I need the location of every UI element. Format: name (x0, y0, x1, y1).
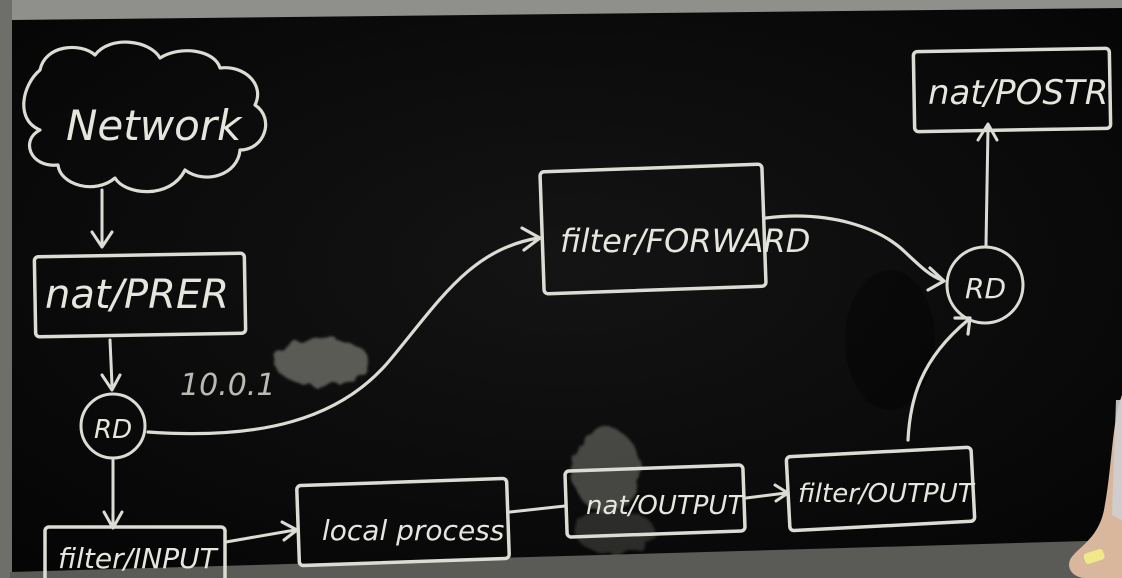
arrow-network-to-prerouting (90, 188, 114, 249)
network-cloud (22, 40, 268, 194)
filter-forward-label: filter/FORWARD (560, 222, 810, 260)
nat-prerouting-box (32, 251, 248, 339)
arrow-rd-to-filter-forward (146, 226, 542, 436)
eraser-smudge (575, 510, 655, 554)
chalk-tray (10, 540, 1122, 578)
filter-output-box (784, 445, 977, 533)
routing-decision-circle-1 (79, 392, 147, 460)
nat-postrouting-label: nat/POSTR (928, 73, 1108, 113)
routing-decision-label-2: RD (965, 272, 1006, 305)
local-process-box (295, 476, 511, 568)
local-process-label: local process (322, 514, 504, 547)
lecturer-sleeve (1112, 400, 1122, 520)
chalk-piece (1083, 548, 1105, 565)
filter-forward-box (538, 162, 768, 296)
filter-input-box (43, 525, 227, 578)
arrow-filter-output-to-rd (906, 316, 972, 442)
eraser-smudge (274, 338, 370, 386)
ip-fragment-annotation: 10.0.1 (180, 368, 275, 403)
filter-input-label: filter/INPUT (58, 542, 219, 575)
arrow-prerouting-to-rd (100, 338, 122, 392)
arrow-filter-forward-to-rd (764, 214, 946, 292)
nat-output-label: nat/OUTPUT (586, 491, 745, 521)
lecturer-hand (1069, 395, 1122, 578)
nat-output-box (563, 463, 747, 539)
person-shadow (845, 270, 935, 410)
routing-decision-label-1: RD (94, 415, 132, 445)
network-label: Network (66, 101, 243, 150)
board-frame-left (0, 0, 12, 578)
arrow-rd-to-postrouting (976, 122, 999, 247)
nat-postrouting-box (911, 46, 1113, 134)
filter-output-label: filter/OUTPUT (798, 479, 976, 509)
line-local-process-to-nat-output (508, 504, 567, 514)
nat-prerouting-label: nat/PRER (45, 272, 229, 318)
routing-decision-circle-2 (945, 245, 1025, 325)
